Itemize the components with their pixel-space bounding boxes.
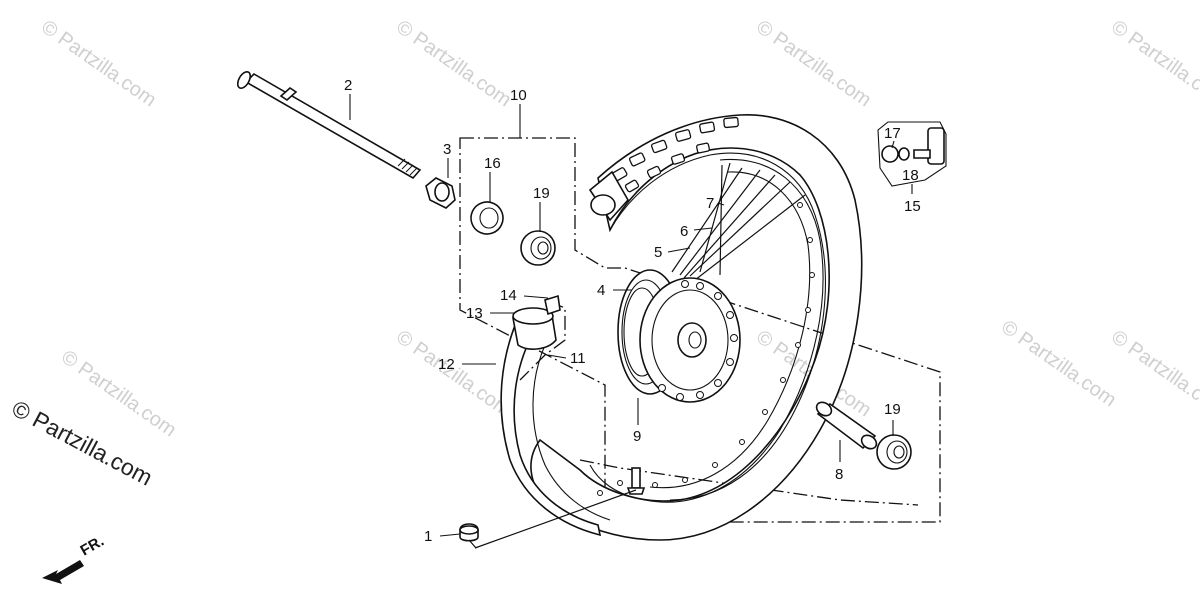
spoke-set-detail xyxy=(877,121,947,187)
callout-14: 14 xyxy=(500,287,517,304)
watermark-text: © Partzilla.com xyxy=(392,16,515,111)
hub-spoke-holes xyxy=(658,280,738,401)
watermark-text: © Partzilla.com xyxy=(1107,326,1200,421)
valve-cap-leader-extension xyxy=(474,489,637,549)
callout-12: 12 xyxy=(438,356,455,373)
watermark-text: © Partzilla.com xyxy=(1107,16,1200,111)
tire-inner-bead xyxy=(609,152,826,501)
watermark-text: © Partzilla.com xyxy=(752,16,875,111)
tire xyxy=(530,114,863,541)
front-direction-indicator: FR. xyxy=(42,533,107,584)
callout-18: 18 xyxy=(902,167,919,184)
axle-collar xyxy=(279,86,298,102)
tire-tread-knobs xyxy=(611,116,739,193)
valve-cap-leader xyxy=(468,539,477,549)
watermark-text: © Partzilla.com xyxy=(392,326,515,421)
watermark-text: © Partzilla.com xyxy=(37,16,160,111)
spoke-nipple xyxy=(881,145,899,163)
hub xyxy=(617,269,741,403)
callout-17: 17 xyxy=(884,125,901,142)
wheel-assembly-boundary xyxy=(459,137,941,523)
valve-cap-nut xyxy=(459,523,479,542)
spoke-nipple-block xyxy=(927,127,945,165)
callout-3: 3 xyxy=(443,141,451,158)
axle-nut xyxy=(425,177,456,209)
rim-band-outline xyxy=(500,316,602,537)
spoke-thread xyxy=(913,149,931,159)
rim-outer xyxy=(589,158,824,503)
callout-13: 13 xyxy=(466,305,483,322)
callout-1: 1 xyxy=(424,528,432,545)
watermark-text: © Partzilla.com xyxy=(997,316,1120,411)
callout-2: 2 xyxy=(344,77,352,94)
rim-valve-stem xyxy=(631,467,641,489)
tire-cutaway-bead xyxy=(590,194,616,216)
hub-face-inner xyxy=(651,289,729,391)
distance-collar xyxy=(815,401,878,450)
callout-9: 9 xyxy=(633,428,641,445)
wheel-bearing-right xyxy=(876,434,912,470)
rim-inner xyxy=(649,171,811,489)
callout-7: 7 xyxy=(706,195,714,212)
dust-seal xyxy=(470,201,504,235)
spoke-set-frame xyxy=(877,121,947,187)
callout-6: 6 xyxy=(680,223,688,240)
callout-5: 5 xyxy=(654,244,662,261)
callout-15: 15 xyxy=(904,198,921,215)
spokes xyxy=(671,162,806,281)
hub-axle-bore xyxy=(677,322,707,358)
callout-19-left: 19 xyxy=(533,185,550,202)
callout-16: 16 xyxy=(484,155,501,172)
callout-11: 11 xyxy=(570,350,586,367)
front-axle xyxy=(236,71,422,180)
callout-8: 8 xyxy=(835,466,843,483)
watermark-layer: © Partzilla.com © Partzilla.com © Partzi… xyxy=(37,16,1200,441)
leader-lines xyxy=(349,94,913,537)
rim-spoke-holes xyxy=(597,202,815,496)
hub-axle-hole xyxy=(688,331,702,349)
rim-valve-base xyxy=(626,487,646,495)
spoke-washer xyxy=(898,147,910,161)
callout-10: 10 xyxy=(510,87,527,104)
rim xyxy=(589,158,824,503)
axle-shaft xyxy=(244,72,422,180)
tube-valve-stem xyxy=(544,294,561,316)
axle-head xyxy=(236,71,252,89)
front-direction-label: FR. xyxy=(78,533,107,560)
callout-4: 4 xyxy=(597,282,605,299)
front-arrow-icon xyxy=(42,560,84,584)
tube-valve-top xyxy=(512,307,554,325)
wheel-bearing-left xyxy=(520,230,556,266)
axle-thread xyxy=(397,158,418,176)
tube-valve xyxy=(512,294,561,350)
callout-19-right: 19 xyxy=(884,401,901,418)
part-callouts: 1 2 3 4 5 6 7 8 9 10 11 12 13 14 15 16 1… xyxy=(344,77,921,545)
